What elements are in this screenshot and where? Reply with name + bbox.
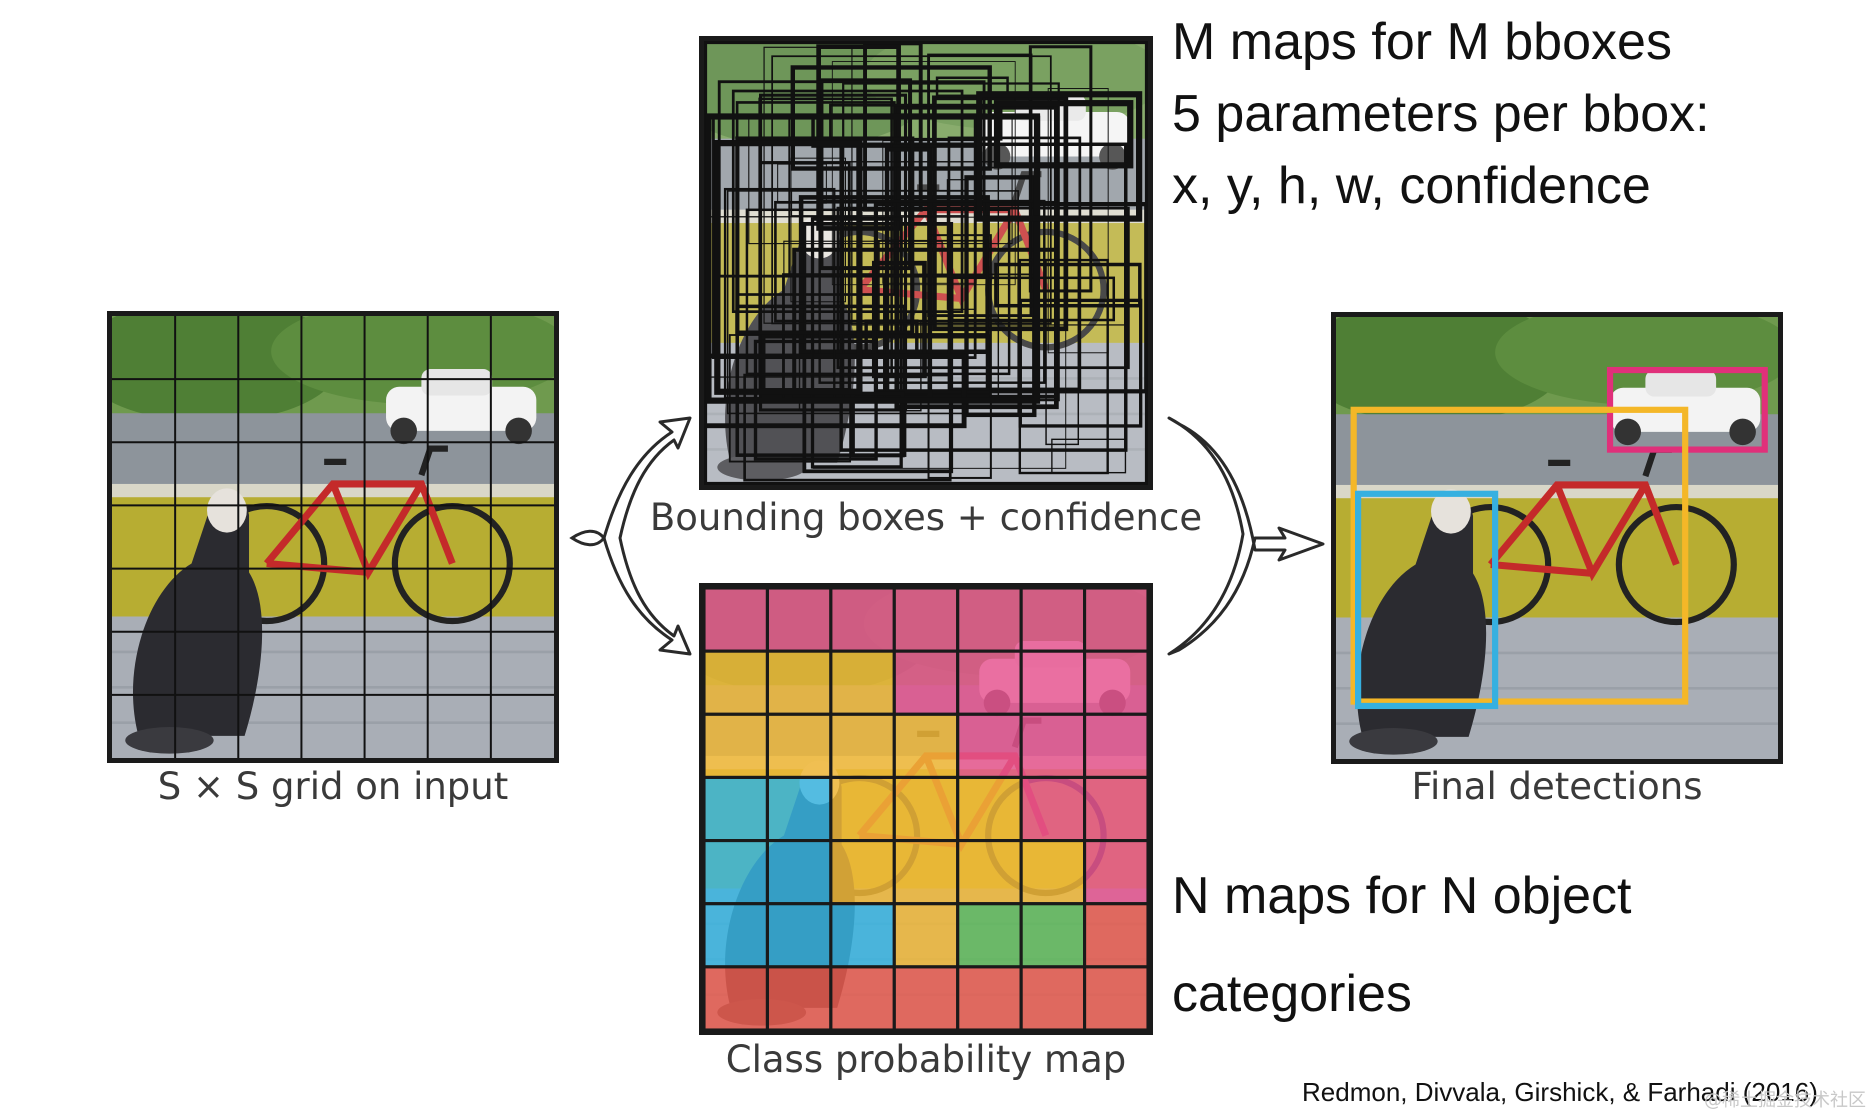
class-cell-pink xyxy=(1019,712,1087,779)
candidate-bbox xyxy=(812,216,1067,469)
class-cell-blue xyxy=(829,902,896,969)
candidate-bbox xyxy=(932,95,1069,332)
class-cell-yellow xyxy=(765,712,833,779)
class-cell-blue xyxy=(704,839,769,906)
class-cell-yellow xyxy=(829,649,896,716)
input-grid-overlay xyxy=(112,316,554,758)
candidate-bbox xyxy=(829,103,1003,141)
class-cell-yellow xyxy=(829,712,896,779)
class-cell-yellow xyxy=(892,839,960,906)
class-notes: N maps for N object categories xyxy=(1172,847,1632,1043)
class-cell-red xyxy=(1083,902,1148,969)
bbox-note-line-1: M maps for M bboxes xyxy=(1172,13,1672,71)
dog-detection-box xyxy=(1355,490,1499,710)
class-cell-blue xyxy=(704,902,769,969)
candidate-bbox xyxy=(726,190,1019,415)
class-cell-yellow xyxy=(956,775,1023,843)
candidate-bbox xyxy=(871,260,927,379)
class-cell-pink xyxy=(892,588,960,653)
class-probability-grid xyxy=(704,588,1148,1030)
class-cell-yellow xyxy=(1019,839,1087,906)
class-cell-yellow xyxy=(829,839,896,906)
watermark: @稀土掘金技术社区 xyxy=(1704,1090,1866,1111)
class-cell-red xyxy=(892,965,960,1030)
candidate-bbox xyxy=(735,304,907,457)
final-detections-panel xyxy=(1331,312,1783,764)
bbox-note-line-3: x, y, h, w, confidence xyxy=(1172,157,1651,215)
candidate-bbox xyxy=(1028,45,1093,293)
class-map-panel xyxy=(699,583,1153,1035)
input-caption: S × S grid on input xyxy=(157,765,509,808)
candidate-bbox xyxy=(790,157,847,303)
class-cell-pink xyxy=(1083,588,1148,653)
class-cell-green xyxy=(1019,902,1087,969)
candidate-bbox xyxy=(1018,298,1143,428)
candidate-bbox xyxy=(935,76,1009,98)
class-cell-yellow xyxy=(892,902,960,969)
detections-overlay xyxy=(1350,366,1768,710)
class-cell-blue xyxy=(765,839,833,906)
class-map-caption: Class probability map xyxy=(725,1038,1127,1081)
class-cell-yellow xyxy=(892,712,960,779)
class-cell-red xyxy=(1019,965,1087,1030)
class-cell-red xyxy=(704,965,769,1030)
class-cell-pink xyxy=(956,712,1023,779)
class-cell-red xyxy=(956,965,1023,1030)
bbox-panel xyxy=(699,36,1153,490)
bicycle-detection-box xyxy=(1350,406,1689,705)
class-cell-red xyxy=(765,965,833,1030)
bbox-overlay xyxy=(704,41,1148,485)
class-cell-yellow xyxy=(704,649,769,716)
citation: Redmon, Divvala, Girshick, & Farhadi (20… xyxy=(1302,1077,1818,1107)
bbox-caption: Bounding boxes + confidence xyxy=(649,496,1203,539)
class-cell-pink xyxy=(956,588,1023,653)
class-cell-pink xyxy=(1083,839,1148,906)
candidate-bbox xyxy=(705,113,1041,404)
class-note-line-2: categories xyxy=(1172,965,1412,1023)
class-note-line-1: N maps for N object xyxy=(1172,867,1632,925)
class-cell-pink xyxy=(704,588,769,653)
class-cell-blue xyxy=(765,902,833,969)
bbox-notes: M maps for M bboxes 5 parameters per bbo… xyxy=(1172,6,1710,222)
class-cell-pink xyxy=(765,588,833,653)
class-cell-green xyxy=(956,902,1023,969)
class-cell-yellow xyxy=(892,775,960,843)
class-cell-blue xyxy=(765,775,833,843)
candidate-bbox xyxy=(735,136,915,335)
candidate-bbox xyxy=(818,199,1046,384)
class-cell-pink xyxy=(892,649,960,716)
class-cell-blue xyxy=(704,775,769,843)
class-cell-pink xyxy=(1083,712,1148,779)
merge-arrow xyxy=(1167,416,1325,656)
input-grid-panel xyxy=(107,311,559,763)
candidate-bbox xyxy=(947,136,1082,391)
class-cell-pink xyxy=(956,649,1023,716)
class-cell-red xyxy=(1083,965,1148,1030)
class-cell-yellow xyxy=(765,649,833,716)
candidate-bbox xyxy=(714,140,863,395)
class-cell-pink xyxy=(1019,649,1087,716)
class-cell-yellow xyxy=(829,775,896,843)
class-cell-yellow xyxy=(704,712,769,779)
candidate-bbox xyxy=(993,100,1134,169)
class-cell-pink xyxy=(1083,775,1148,843)
class-cell-pink xyxy=(829,588,896,653)
class-cell-yellow xyxy=(956,839,1023,906)
candidate-bbox xyxy=(878,239,989,335)
final-caption: Final detections xyxy=(1411,765,1703,808)
bbox-note-line-2: 5 parameters per bbox: xyxy=(1172,85,1710,143)
class-cell-pink xyxy=(1019,588,1087,653)
class-cell-red xyxy=(829,965,896,1030)
class-cell-pink xyxy=(1083,649,1148,716)
candidate-bbox xyxy=(758,97,893,376)
class-cell-pink xyxy=(1019,775,1087,843)
split-arrow xyxy=(569,416,692,656)
candidate-bbox xyxy=(873,202,1148,394)
candidate-bbox xyxy=(976,91,1143,222)
